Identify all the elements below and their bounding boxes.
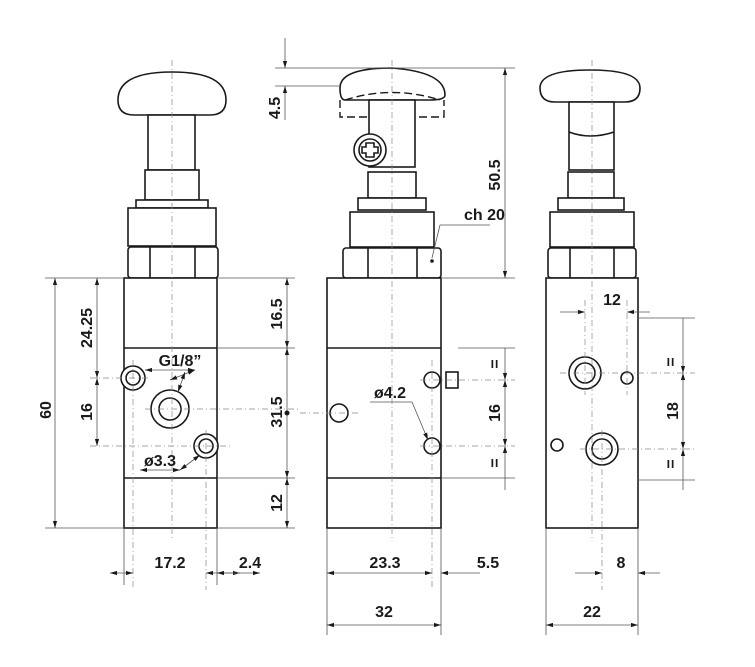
equal-mark: = <box>487 359 504 368</box>
dim-width-b: 5.5 <box>477 555 499 572</box>
dim-actuator-height: 50.5 <box>487 159 504 190</box>
dim-upper-section: 16.5 <box>269 298 286 329</box>
dim-lower-section: 12 <box>269 494 286 512</box>
thread-callout: G1/8” <box>159 353 202 370</box>
dim-width-b: 2.4 <box>239 555 261 572</box>
hole-callout: ø4.2 <box>374 385 406 402</box>
dim-offset-bottom: 8 <box>617 555 626 572</box>
side-view: 4.5 50.5 16 = = ch 20 ø4.2 23.3 5.5 32 <box>267 38 515 635</box>
equal-mark: = <box>663 357 680 366</box>
push-button-actuator <box>339 67 446 279</box>
valve-body <box>120 277 219 529</box>
dim-total-width: 32 <box>375 604 393 621</box>
dim-port-spacing: 18 <box>665 402 682 420</box>
push-button-actuator <box>539 69 641 279</box>
hex-callout: ch 20 <box>464 207 505 224</box>
dim-port-spacing: 16 <box>487 404 504 422</box>
dim-stroke: 4.5 <box>267 97 284 119</box>
dim-port-spacing: 16 <box>79 403 96 421</box>
hole-callout: ø3.3 <box>144 453 176 470</box>
dim-top-to-port: 24.25 <box>79 308 96 348</box>
dim-width-a: 17.2 <box>154 555 185 572</box>
rear-view: 12 18 = = 8 22 <box>539 60 695 635</box>
dim-mid-section: 31.5 <box>269 396 286 427</box>
dim-total-width: 22 <box>583 604 601 621</box>
dim-width-a: 23.3 <box>369 555 400 572</box>
cross-screw-icon <box>361 142 379 158</box>
equal-mark: = <box>663 459 680 468</box>
valve-body <box>326 277 459 529</box>
dim-overall-height: 60 <box>38 401 55 419</box>
front-view: 60 24.25 16 16.5 31.5 12 17.2 2.4 G1/8” … <box>38 60 300 590</box>
dim-offset: 12 <box>603 292 621 309</box>
equal-mark: = <box>487 458 504 467</box>
